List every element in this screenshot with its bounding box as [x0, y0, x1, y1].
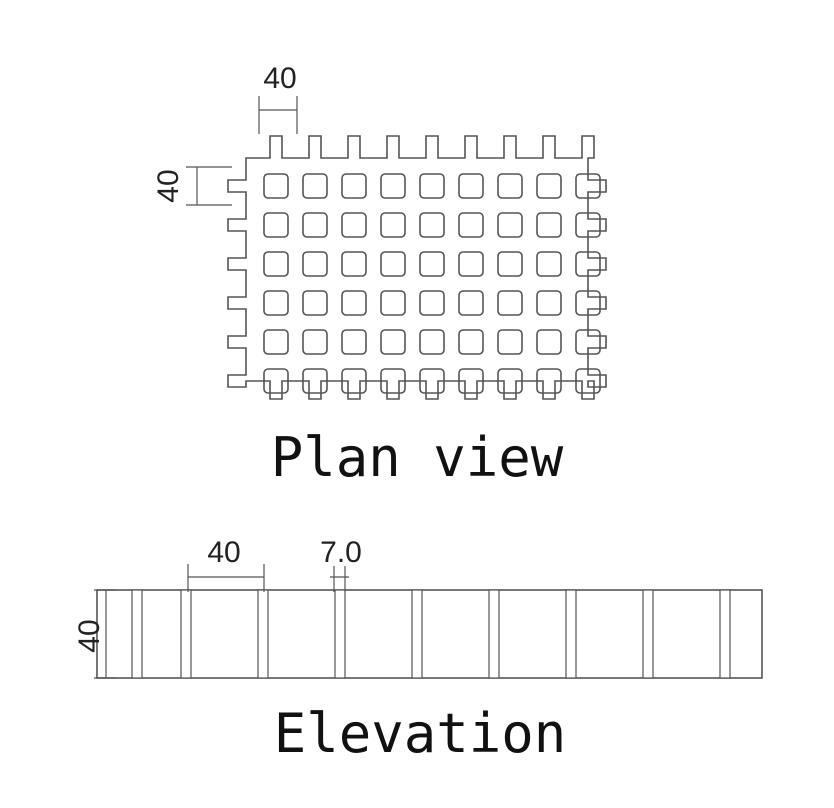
plan-hole: [380, 290, 406, 316]
elevation-dim-pitch: 40: [187, 536, 265, 592]
plan-hole: [341, 368, 367, 394]
plan-hole: [458, 251, 484, 277]
plan-dim-left-label: 40: [152, 169, 185, 202]
plan-hole: [380, 212, 406, 238]
plan-hole: [458, 329, 484, 355]
elevation-dim-pitch-label: 40: [207, 536, 240, 569]
plan-hole: [575, 329, 601, 355]
elevation-dim-height-label: 40: [73, 619, 106, 652]
elevation-bar: [411, 589, 423, 679]
plan-hole: [497, 368, 523, 394]
plan-hole: [263, 173, 289, 199]
plan-hole: [380, 251, 406, 277]
elevation-bar: [257, 589, 269, 679]
plan-hole: [380, 368, 406, 394]
plan-hole: [302, 290, 328, 316]
plan-outline: [227, 135, 607, 400]
plan-hole: [302, 368, 328, 394]
plan-hole: [380, 329, 406, 355]
plan-hole: [341, 173, 367, 199]
elevation-dim-bar: 7.0: [320, 536, 362, 592]
plan-hole: [575, 368, 601, 394]
plan-hole: [458, 290, 484, 316]
elevation-bar: [180, 589, 192, 679]
plan-hole: [575, 251, 601, 277]
plan-hole: [419, 329, 445, 355]
plan-dim-left: 40: [152, 166, 232, 206]
plan-hole: [419, 290, 445, 316]
elevation-bar: [642, 589, 654, 679]
elevation-bar: [334, 589, 346, 679]
plan-hole: [497, 173, 523, 199]
plan-hole: [419, 368, 445, 394]
plan-view-caption: Plan view: [271, 426, 564, 489]
plan-hole: [575, 212, 601, 238]
elevation-dim-bar-label: 7.0: [320, 536, 362, 569]
plan-hole: [536, 251, 562, 277]
plan-hole: [575, 290, 601, 316]
plan-hole: [380, 173, 406, 199]
plan-holes: [263, 173, 601, 394]
plan-hole: [419, 212, 445, 238]
plan-hole: [536, 290, 562, 316]
plan-hole: [575, 173, 601, 199]
elevation-bar: [488, 589, 500, 679]
elevation-caption: Elevation: [274, 702, 567, 765]
plan-hole: [536, 212, 562, 238]
elevation-bar: [565, 589, 577, 679]
plan-hole: [263, 329, 289, 355]
plan-dim-top-label: 40: [263, 62, 296, 95]
plan-hole: [536, 173, 562, 199]
elevation-bar: [719, 589, 731, 679]
elevation-view: 40 7.0 40 Elevation: [73, 536, 763, 765]
plan-hole: [263, 290, 289, 316]
plan-hole: [302, 173, 328, 199]
plan-view: 40 40 Plan view: [152, 62, 607, 489]
plan-hole: [302, 329, 328, 355]
plan-hole: [497, 251, 523, 277]
plan-hole: [263, 368, 289, 394]
elevation-bar: [131, 589, 143, 679]
plan-hole: [458, 212, 484, 238]
plan-hole: [497, 212, 523, 238]
plan-hole: [341, 329, 367, 355]
plan-hole: [341, 251, 367, 277]
plan-hole: [302, 212, 328, 238]
plan-hole: [263, 251, 289, 277]
plan-hole: [497, 329, 523, 355]
plan-hole: [341, 212, 367, 238]
plan-dim-top: 40: [258, 62, 298, 134]
elevation-outline: [96, 589, 763, 679]
plan-hole: [341, 290, 367, 316]
plan-hole: [536, 329, 562, 355]
plan-hole: [497, 290, 523, 316]
plan-hole: [419, 251, 445, 277]
plan-hole: [458, 368, 484, 394]
plan-hole: [419, 173, 445, 199]
plan-hole: [302, 251, 328, 277]
elevation-dim-height: 40: [73, 589, 116, 679]
elevation-bars: [131, 589, 731, 679]
plan-hole: [536, 368, 562, 394]
plan-hole: [458, 173, 484, 199]
plan-hole: [263, 212, 289, 238]
